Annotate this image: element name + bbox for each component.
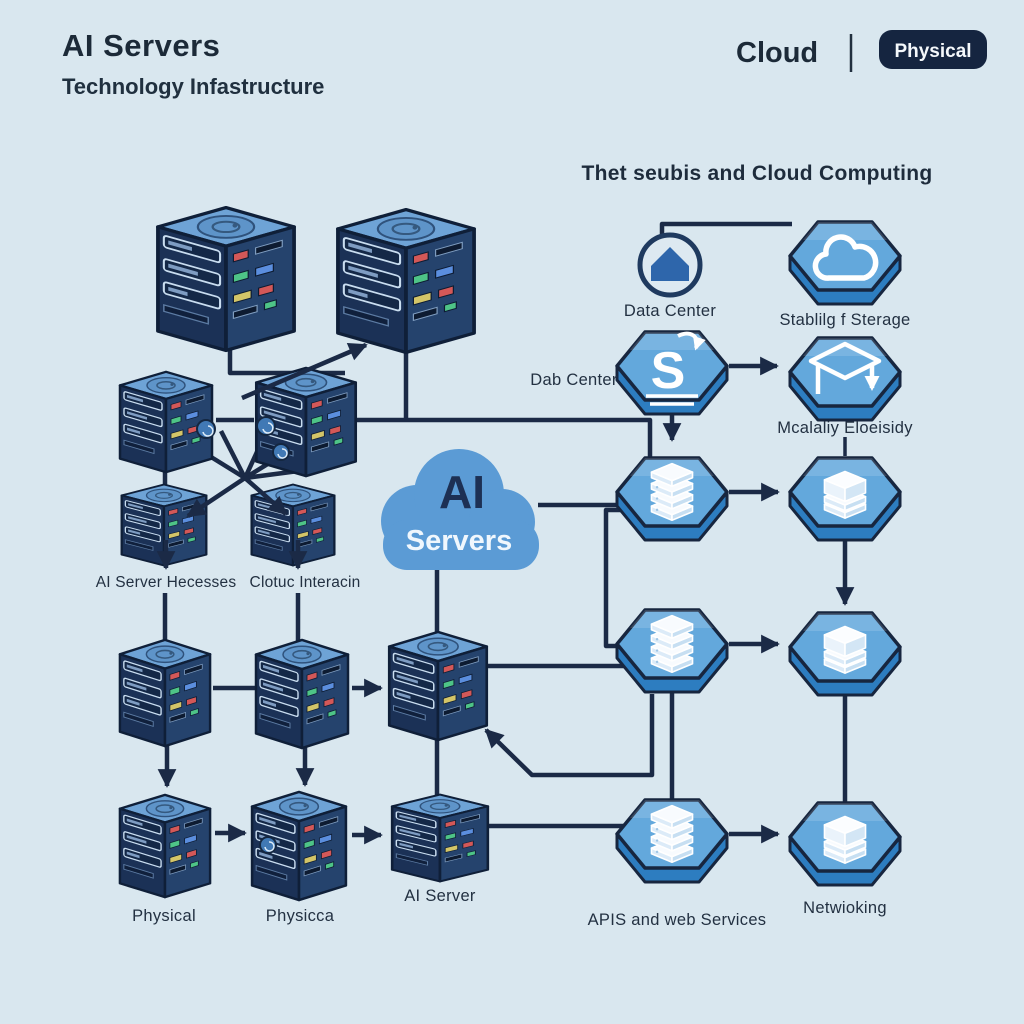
server-stack-icon: [650, 804, 694, 864]
label-physical-2: Physicca: [266, 907, 335, 925]
label-data-center: Data Center: [624, 302, 716, 320]
overlay-layer: [156, 342, 655, 854]
badge-icon: [196, 419, 216, 439]
rack-badges: [196, 416, 290, 854]
ai-servers-cloud: AI Servers: [381, 449, 539, 570]
badge-icon: [256, 416, 276, 436]
header: AI Servers Technology Infastructure Clou…: [62, 28, 987, 99]
arrow-towerA-towerB: [241, 342, 368, 401]
cube-stack-icon: [823, 815, 867, 864]
connector-rackD-hex1: [357, 417, 653, 466]
server-rack-ai-server: [390, 793, 490, 883]
label-layer: Data Center Stablilg f Sterage Dab Cente…: [96, 302, 913, 929]
table-icon: [808, 341, 882, 394]
badge-icon: [272, 443, 290, 461]
server-rack-physical-1: [118, 793, 212, 899]
server-rack-g: [118, 638, 212, 748]
page-subtitle: Technology Infastructure: [62, 74, 324, 99]
connector-circle-storagehex: [659, 221, 792, 238]
page-title: AI Servers: [62, 28, 220, 63]
pill-label: Physical: [894, 41, 971, 62]
house-icon: [651, 247, 689, 281]
label-clotuc-interacin: Clotuc Interacin: [250, 574, 361, 591]
arrow-hub-rackF: [243, 476, 288, 516]
pill-background[interactable]: [879, 30, 987, 69]
cube-stack-icon: [823, 470, 867, 519]
server-rack-c: [118, 370, 214, 474]
section-heading: Thet seubis and Cloud Computing: [581, 162, 932, 185]
label-storage: Stablilg f Sterage: [779, 311, 910, 329]
label-dab-center: Dab Center: [530, 371, 618, 389]
server-stack-icon: [650, 462, 694, 522]
server-tower-large-2: [336, 207, 476, 355]
cloud-servers-text: Servers: [406, 525, 512, 557]
legend-cloud-button[interactable]: Cloud: [736, 37, 818, 69]
server-tower-large-1: [156, 205, 296, 353]
cloud-icon: [812, 234, 879, 281]
svg-text:S: S: [651, 342, 686, 400]
label-physical-1: Physical: [132, 907, 196, 925]
server-rack-h: [254, 638, 350, 750]
label-scalability: Mcalaliy Eloeisidy: [777, 419, 913, 437]
data-center-node: [637, 232, 703, 298]
server-stack-icon: [650, 614, 694, 674]
badge-icon: [259, 836, 277, 854]
hexagon-storage: [788, 220, 902, 306]
arrow-hub-rackE: [186, 476, 247, 518]
cube-stack-icon: [823, 625, 867, 674]
connector-layer: [157, 221, 855, 845]
label-ai-server-hecesses: AI Server Hecesses: [96, 574, 237, 591]
node-layer: S AI Servers: [118, 205, 902, 902]
spoke-line: [218, 429, 248, 480]
arrow-hex3-rackI: [484, 694, 655, 778]
label-ai-server: AI Server: [404, 887, 476, 905]
s-arrow-icon: S: [646, 331, 706, 406]
label-apis: APIS and web Services: [588, 911, 767, 929]
server-rack-i: [387, 630, 489, 742]
cloud-ai-text: AI: [439, 466, 485, 518]
label-networking: Netwioking: [803, 899, 887, 917]
physical-toggle-pill[interactable]: Physical: [879, 30, 987, 69]
